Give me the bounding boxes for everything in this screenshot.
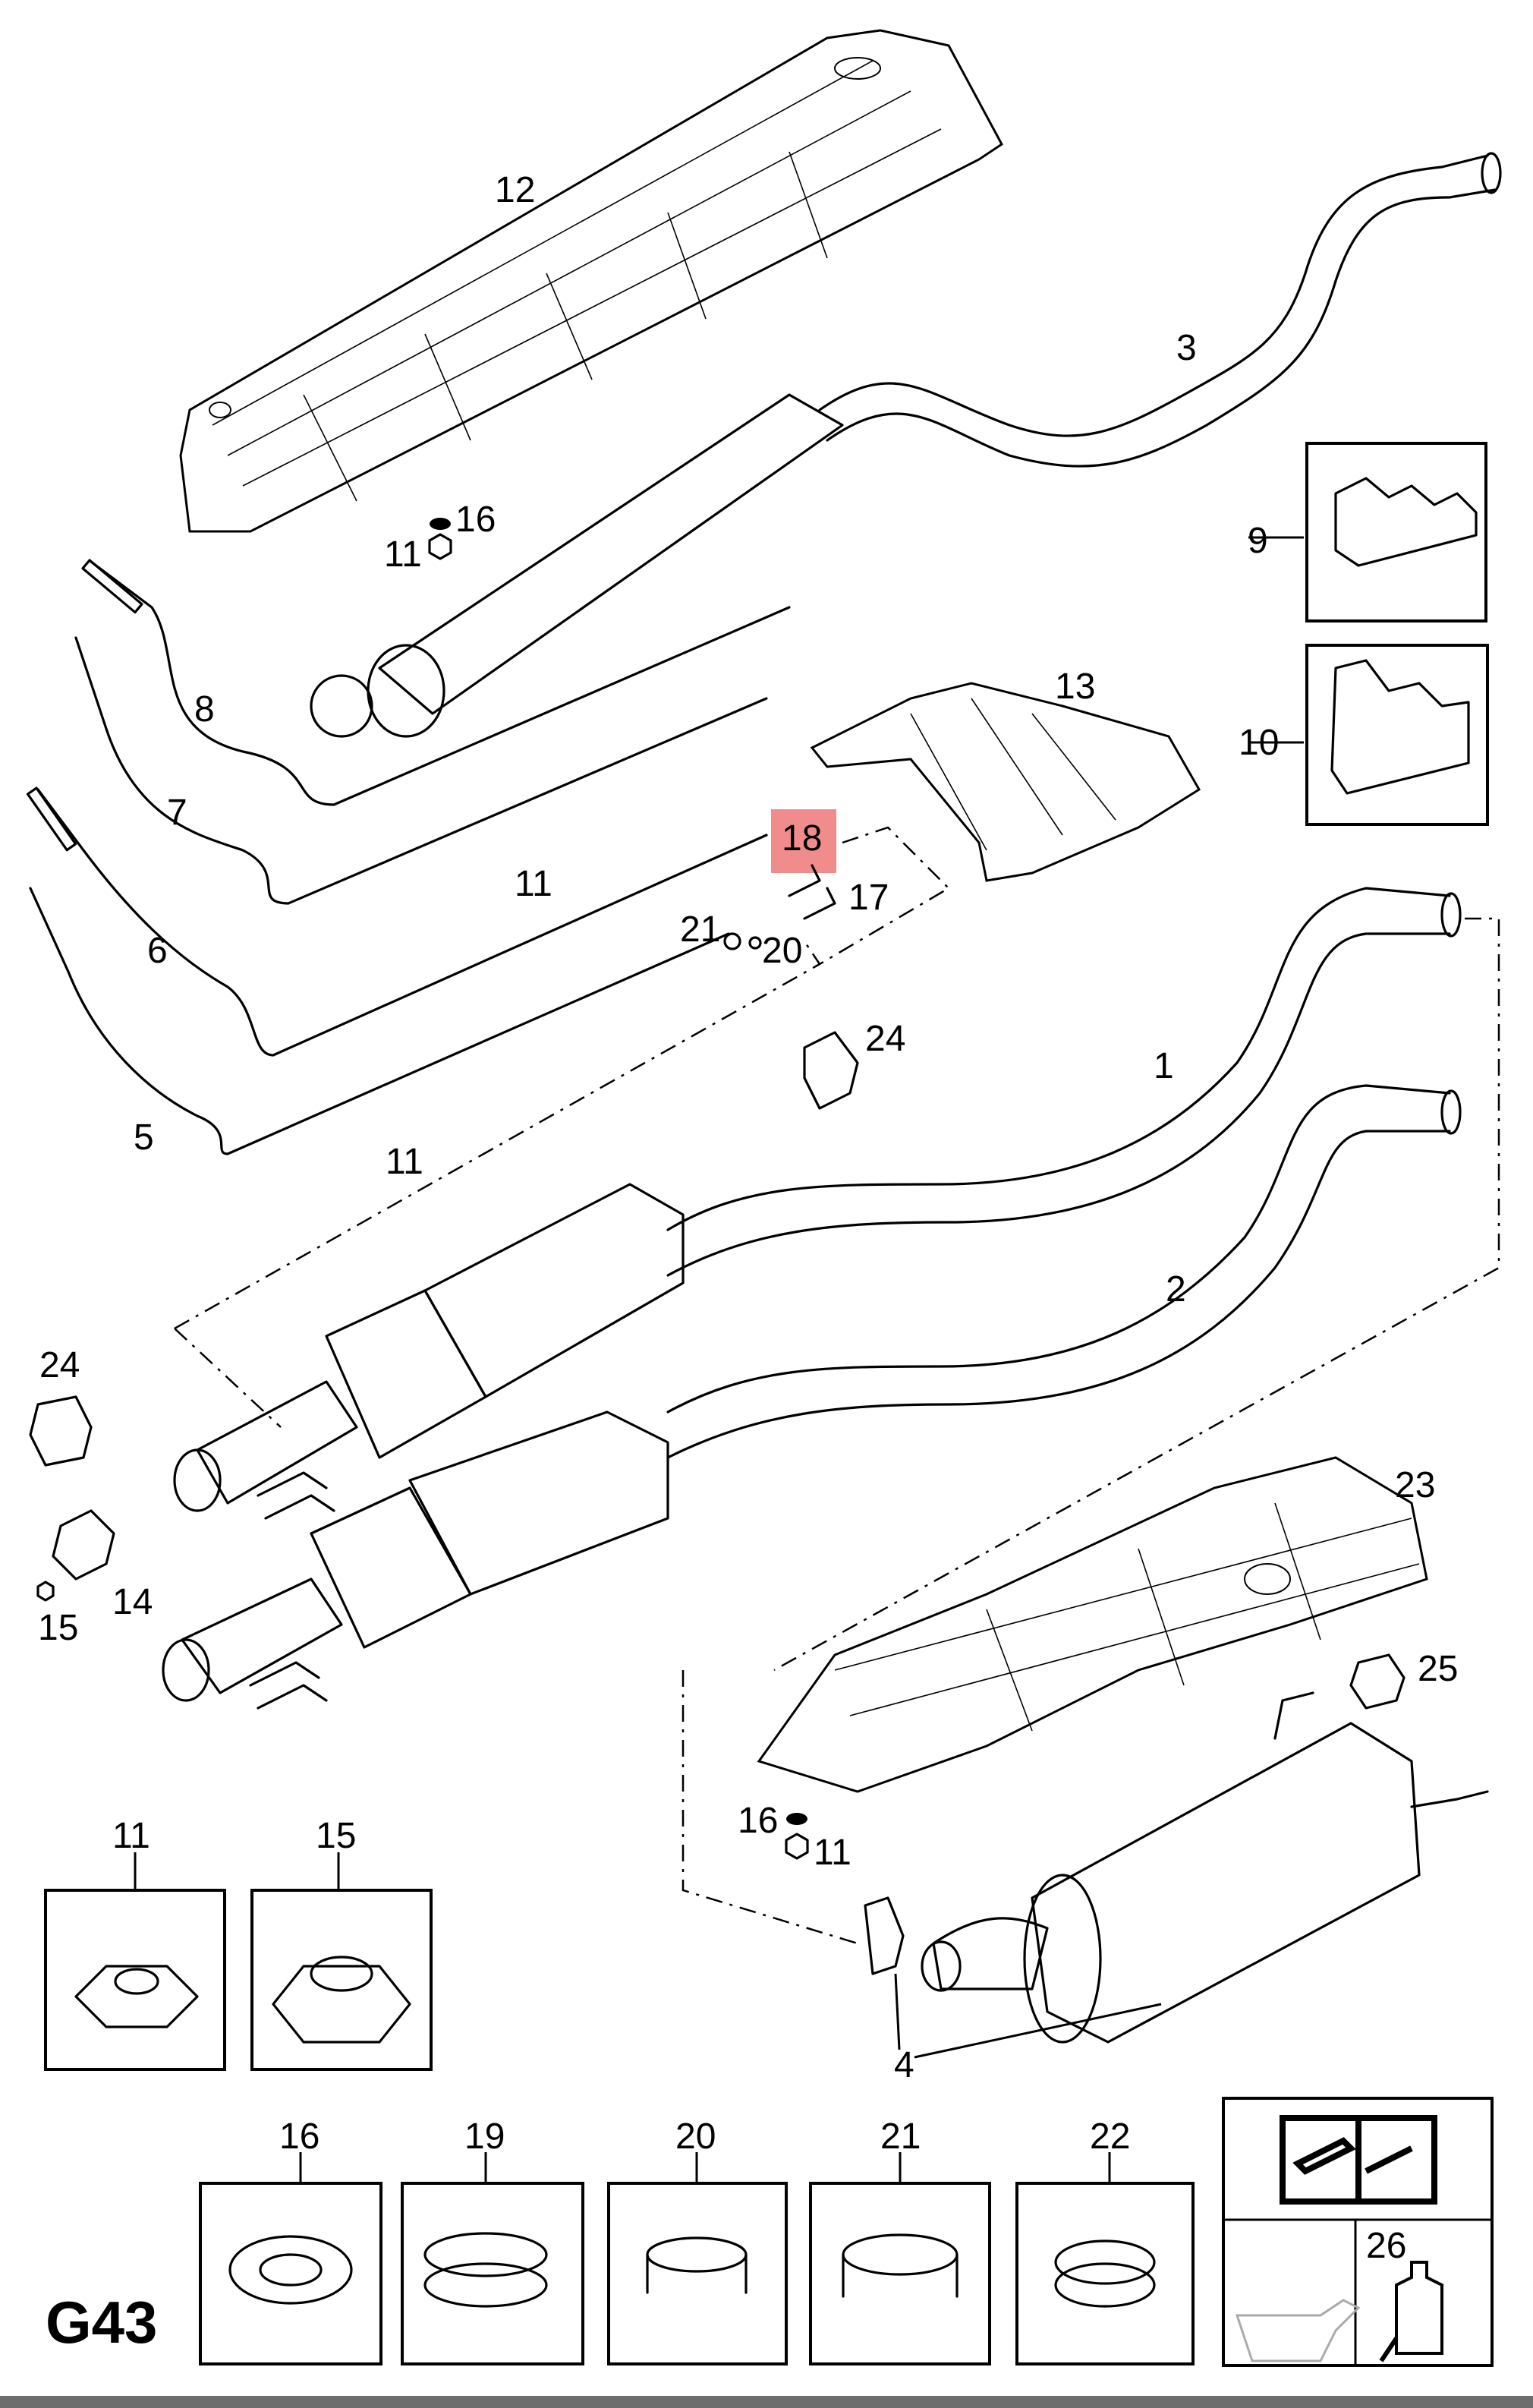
callout-21b: 21 [880, 2116, 921, 2157]
callout-19: 19 [464, 2116, 505, 2157]
callout-10: 10 [1239, 723, 1279, 763]
callout-16c: 16 [279, 2116, 320, 2157]
callout-4: 4 [894, 2045, 914, 2085]
callout-17: 17 [848, 878, 889, 918]
nut-washer-group-upper [428, 518, 452, 560]
rubber-hanger-25 [1349, 1653, 1406, 1710]
callout-18: 18 [782, 818, 822, 859]
bottom-bar [0, 2396, 1533, 2408]
front-pipe-dpf-1 [173, 887, 1462, 1520]
highlight-18 [771, 809, 836, 873]
callout-14: 14 [112, 1582, 153, 1622]
heat-shield-lower [757, 1456, 1428, 1793]
clip-box-10 [1305, 644, 1489, 826]
callout-20b: 20 [675, 2116, 716, 2157]
callout-12: 12 [495, 170, 535, 210]
callout-24b: 24 [39, 1345, 80, 1385]
callout-21: 21 [680, 909, 720, 950]
clip-box-9 [1305, 442, 1487, 622]
callout-24a: 24 [865, 1019, 905, 1059]
callout-15b: 15 [316, 1816, 356, 1856]
front-pipe-dpf-2 [162, 1084, 1462, 1710]
callout-8: 8 [194, 689, 215, 730]
callout-11e: 11 [112, 1816, 150, 1856]
callout-23: 23 [1395, 1465, 1435, 1505]
detail-box-15 [250, 1889, 433, 2071]
detail-box-11 [44, 1889, 226, 2071]
callout-16a: 16 [455, 500, 496, 540]
detail-box-22 [1015, 2182, 1195, 2365]
gasket-14 [52, 1509, 115, 1581]
callout-13: 13 [1055, 667, 1095, 707]
detail-box-20 [607, 2182, 788, 2365]
callout-9: 9 [1248, 521, 1268, 561]
callout-16b: 16 [738, 1801, 778, 1841]
heat-shield-mid [810, 682, 1201, 882]
small-nuts-20-21 [723, 932, 762, 950]
callout-labels: 1 2 3 4 5 6 7 8 9 10 12 13 14 17 18 20 2… [38, 170, 1458, 2266]
nut-15-small [36, 1581, 55, 1602]
sensor-lines [26, 559, 791, 1155]
rear-muffler-4 [864, 1691, 1489, 2044]
sealant-tube-icon [1379, 2261, 1443, 2362]
callout-1: 1 [1154, 1046, 1174, 1086]
callout-5: 5 [134, 1117, 154, 1158]
heat-shield-upper [179, 29, 1003, 533]
callout-25: 25 [1418, 1649, 1458, 1689]
callout-22: 22 [1090, 2116, 1130, 2157]
callout-11b: 11 [515, 864, 552, 904]
callout-15a: 15 [38, 1608, 78, 1648]
callout-7: 7 [167, 793, 187, 833]
detail-box-21 [809, 2182, 991, 2365]
callout-3: 3 [1176, 328, 1197, 368]
page-code: G43 [46, 2289, 157, 2356]
callout-11a: 11 [384, 534, 422, 575]
callout-20: 20 [762, 931, 802, 971]
repair-info-box [1222, 2097, 1494, 2367]
callout-6: 6 [147, 931, 168, 971]
callout-2: 2 [1166, 1269, 1186, 1310]
callout-11c: 11 [386, 1142, 423, 1182]
rubber-hanger-right [803, 1031, 859, 1110]
repair-manual-icon [1280, 2115, 1437, 2205]
rear-pipe-assembly [310, 152, 1502, 738]
callout-26: 26 [1366, 2226, 1406, 2266]
detail-box-16 [199, 2182, 382, 2365]
rubber-hanger-left [29, 1395, 93, 1467]
callout-11d: 11 [814, 1833, 851, 1873]
oil-can-icon [1235, 2299, 1361, 2362]
detail-box-19 [401, 2182, 584, 2365]
